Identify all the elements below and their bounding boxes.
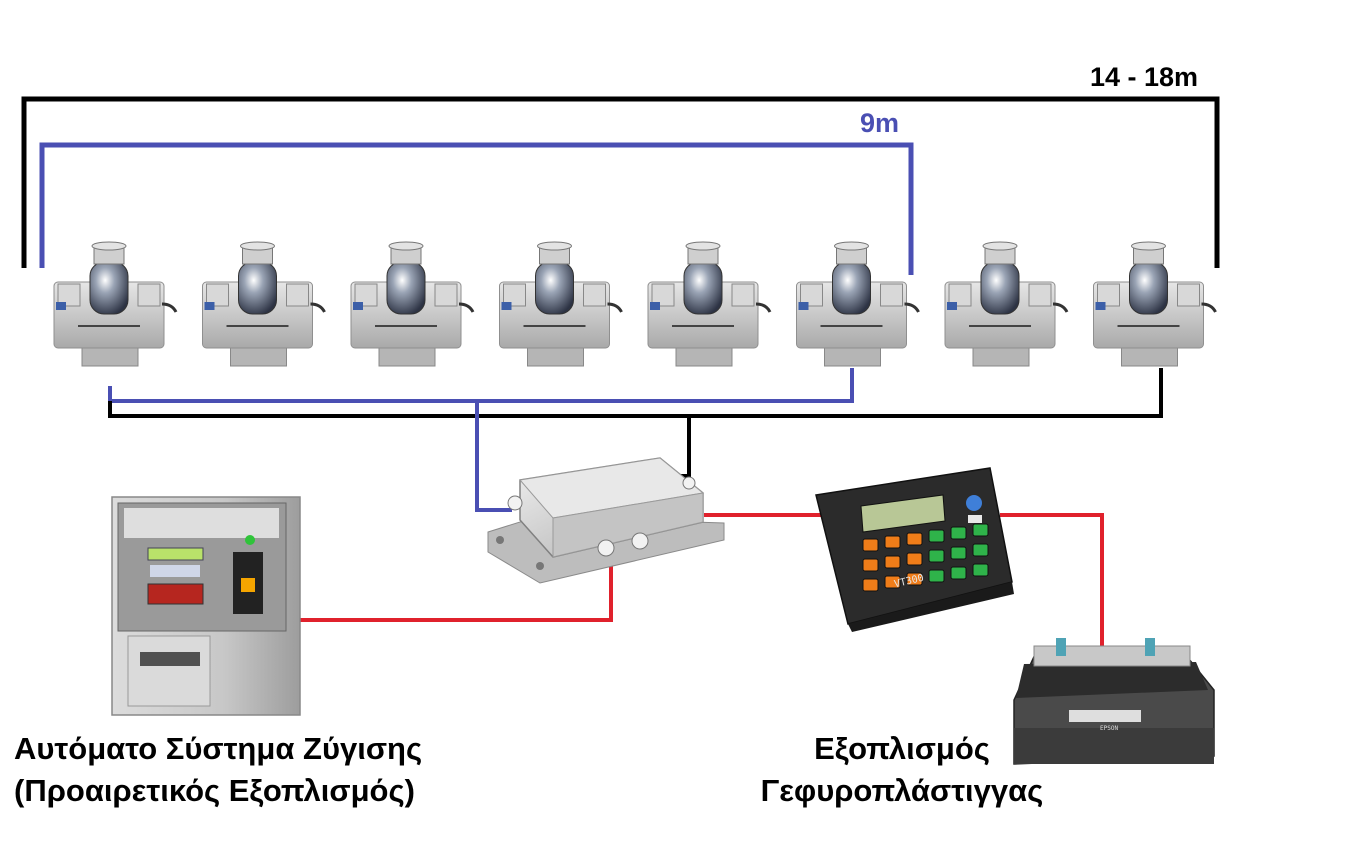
indicator-key [950, 526, 967, 540]
indicator-key [862, 578, 879, 592]
indicator-key [928, 569, 945, 583]
black-cable-cells [108, 368, 1163, 418]
indicator-key [884, 555, 901, 569]
dot-matrix-printer [1013, 638, 1215, 765]
indicator-key [972, 563, 989, 577]
indicator-key [928, 529, 945, 543]
indicator-key [862, 538, 879, 552]
load-cell [202, 241, 326, 367]
blue-cable-junction [475, 401, 512, 512]
bridge-equipment-caption: Εξοπλισμός Γεφυροπλάστιγγας [752, 728, 1052, 812]
black-cable-junction [674, 416, 691, 478]
inner-span-label: 9m [860, 108, 900, 138]
indicator-key [950, 566, 967, 580]
red-cable-automatic [288, 555, 613, 622]
automatic-system-caption: Αυτόματο Σύστημα Ζύγισης (Προαιρετικός Ε… [14, 728, 422, 812]
junction-box [487, 457, 725, 584]
indicator-key [972, 543, 989, 557]
automatic-system-caption-line1: Αυτόματο Σύστημα Ζύγισης [14, 731, 423, 766]
load-cell [1093, 241, 1217, 367]
load-cells [53, 241, 1217, 367]
bridge-equipment-caption-line2: Γεφυροπλάστιγγας [760, 773, 1044, 808]
indicator-key [950, 546, 967, 560]
outer-span-bracket [21, 96, 1220, 268]
indicator-key [862, 558, 879, 572]
load-cell [350, 241, 475, 367]
indicator-key [906, 532, 923, 546]
red-cable-printer [1000, 513, 1104, 652]
load-cell [944, 241, 1069, 367]
indicator-key [906, 552, 923, 566]
printer-brand-label: EPSON [1100, 725, 1119, 732]
indicator-key [884, 575, 901, 589]
indicator-key [884, 535, 901, 549]
automatic-weighing-kiosk [111, 496, 301, 716]
outer-span-label: 14 - 18m [1090, 62, 1199, 92]
bridge-equipment-caption-line1: Εξοπλισμός [814, 731, 990, 766]
indicator-key [928, 549, 945, 563]
load-cell [796, 241, 920, 367]
load-cell [53, 241, 178, 367]
load-cell [647, 241, 772, 367]
inner-span-bracket [39, 142, 914, 275]
automatic-system-caption-line2: (Προαιρετικός Εξοπλισμός) [14, 773, 415, 808]
weighing-indicator [815, 467, 1014, 632]
indicator-key [906, 572, 923, 586]
load-cell [499, 241, 623, 367]
blue-cable-cells [108, 368, 854, 403]
indicator-key [972, 523, 989, 537]
